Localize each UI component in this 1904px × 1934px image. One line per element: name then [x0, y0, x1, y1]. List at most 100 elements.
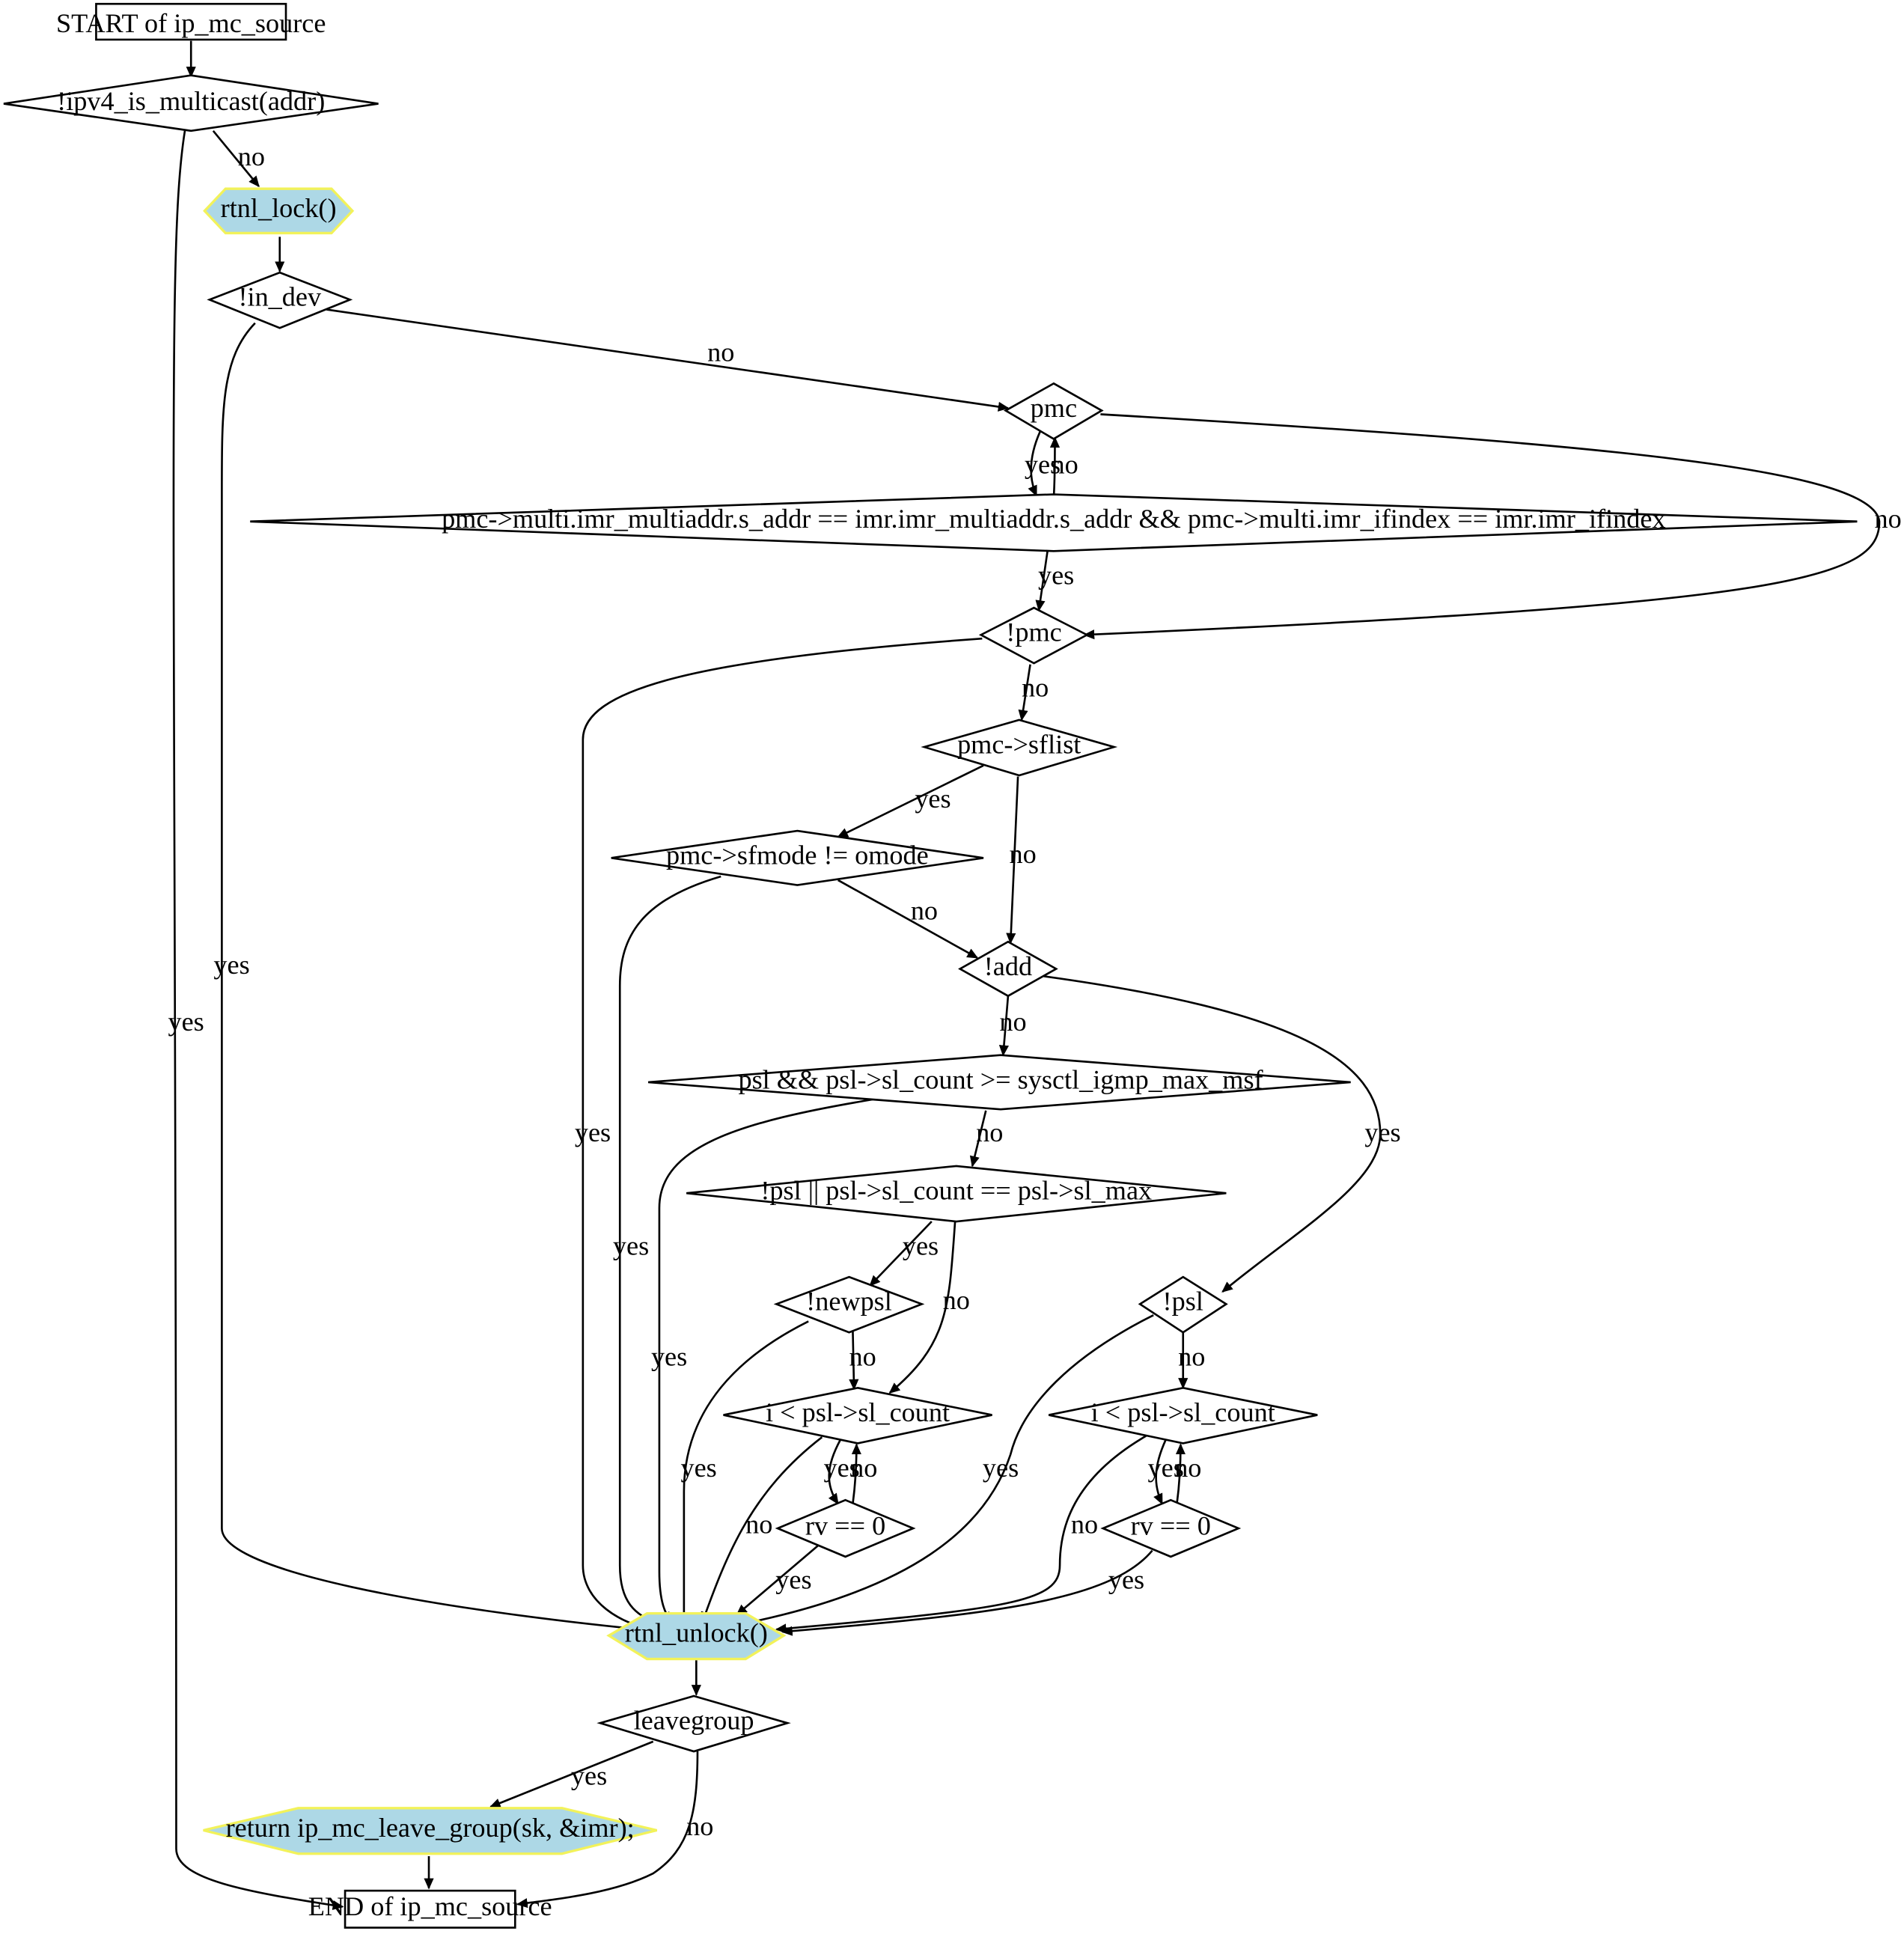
edge-in-dev-to-rtnl-unlock	[221, 322, 642, 1634]
start-node: START of ip_mc_source	[56, 2, 326, 41]
decision-label: !psl || psl->sl_count == psl->sl_max	[760, 1175, 1152, 1205]
edge-label: no	[745, 1510, 772, 1540]
edge-addr-cmp-to-pmc	[1049, 436, 1061, 498]
action-label: rtnl_unlock()	[625, 1618, 768, 1648]
edge-psl-max-to-psl-full	[969, 1110, 987, 1168]
decision-node-loop-right: i < psl->sl_count	[1048, 1386, 1318, 1445]
action-node-return-leave-group: return ip_mc_leave_group(sk, &imr);	[203, 1807, 658, 1855]
edge-rv-right-to-rtnl-unlock	[781, 1549, 1153, 1636]
decision-node-sflist: pmc->sflist	[921, 719, 1118, 777]
edge-label: no	[1071, 1510, 1098, 1540]
decision-node-not-pmc: !pmc	[978, 606, 1090, 665]
edge-newpsl-to-rtnl-unlock	[679, 1320, 809, 1623]
decision-label: i < psl->sl_count	[1091, 1397, 1275, 1427]
decision-label: !add	[984, 951, 1032, 981]
decision-label: psl && psl->sl_count >= sysctl_igmp_max_…	[738, 1064, 1263, 1094]
edge-label: yes	[915, 784, 951, 814]
edge-label: no	[999, 1007, 1026, 1037]
decision-label: !pmc	[1006, 617, 1061, 647]
edge-label: no	[1178, 1342, 1205, 1372]
decision-node-leavegroup: leavegroup	[596, 1694, 791, 1753]
edge-label: no	[1052, 450, 1078, 480]
edge-label: yes	[1108, 1565, 1144, 1595]
edge-label: yes	[775, 1565, 811, 1595]
edge-loop-left-to-rtnl-unlock	[701, 1436, 823, 1623]
action-node-rtnl-lock: rtnl_lock()	[203, 187, 355, 235]
decision-label: leavegroup	[634, 1706, 754, 1736]
decision-label: !ipv4_is_multicast(addr)	[57, 86, 325, 116]
edge-add-to-psl-max	[998, 995, 1010, 1057]
end-node: END of ip_mc_source	[308, 1889, 552, 1929]
edge-addr-cmp-to-not-pmc	[1035, 551, 1049, 611]
edge-sfmode-to-rtnl-unlock	[618, 875, 721, 1626]
edge-loop-right-to-rv-right	[1153, 1439, 1167, 1505]
edge-psl-full-to-newpsl	[869, 1221, 933, 1287]
edge-label: no	[707, 338, 734, 367]
edge-label: no	[1010, 839, 1037, 869]
edge-rv-left-to-rtnl-unlock	[736, 1543, 820, 1616]
edge-loop-right-to-rtnl-unlock	[775, 1435, 1147, 1634]
decision-node-newpsl: !newpsl	[773, 1275, 925, 1334]
decision-label: i < psl->sl_count	[766, 1397, 950, 1427]
decision-label: !newpsl	[806, 1287, 892, 1317]
edge-label: yes	[1148, 1453, 1184, 1483]
decision-label: pmc	[1031, 393, 1077, 423]
edge-label: no	[850, 1453, 877, 1483]
edge-newpsl-to-loop-left	[849, 1331, 859, 1391]
edge-label: no	[1022, 673, 1049, 703]
decision-node-rv-right: rv == 0	[1100, 1498, 1242, 1558]
edge-psl-full-to-loop-left	[888, 1221, 956, 1394]
edge-rv-right-to-loop-right	[1175, 1443, 1186, 1504]
edge-mcast-to-rtnl-lock	[212, 129, 260, 188]
edge-label: no	[1874, 504, 1901, 534]
decision-node-in-dev: !in_dev	[207, 271, 353, 329]
decision-node-sfmode: pmc->sfmode != omode	[611, 829, 984, 886]
action-label: return ip_mc_leave_group(sk, &imr);	[226, 1813, 635, 1843]
decision-label: pmc->sfmode != omode	[666, 841, 929, 870]
edge-pmc-to-addr-cmp	[1028, 431, 1041, 497]
edge-label: no	[976, 1117, 1003, 1147]
edge-leavegroup-to-end	[516, 1751, 699, 1909]
edge-label: yes	[168, 1007, 204, 1037]
edge-label: yes	[903, 1230, 939, 1260]
edge-add-to-not-psl	[1043, 975, 1382, 1293]
edge-psl-max-to-rtnl-unlock	[658, 1098, 873, 1623]
edge-label: no	[1174, 1453, 1201, 1483]
decision-label: rv == 0	[1131, 1510, 1211, 1540]
start-label: START of ip_mc_source	[56, 8, 326, 38]
decision-label: !psl	[1163, 1287, 1203, 1317]
edge-in-dev-to-pmc	[326, 308, 1010, 412]
end-label: END of ip_mc_source	[308, 1891, 552, 1921]
edges	[172, 40, 1881, 1911]
action-label: rtnl_lock()	[221, 193, 337, 223]
edge-sfmode-to-add	[837, 879, 979, 959]
edge-label: no	[686, 1811, 713, 1841]
edge-label: yes	[575, 1117, 611, 1147]
decision-node-rv-left: rv == 0	[775, 1498, 916, 1558]
decision-label: rv == 0	[805, 1510, 885, 1540]
edge-not-pmc-to-sflist	[1018, 664, 1031, 722]
edge-label: no	[943, 1285, 970, 1315]
decision-node-pmc: pmc	[1003, 382, 1104, 440]
edge-label: no	[911, 896, 938, 926]
decision-node-loop-left: i < psl->sl_count	[723, 1386, 992, 1445]
edge-label: yes	[571, 1761, 607, 1791]
edge-label: no	[238, 141, 265, 171]
action-node-rtnl-unlock: rtnl_unlock()	[606, 1611, 787, 1661]
nodes: START of ip_mc_source !ipv4_is_multicast…	[3, 2, 1858, 1929]
decision-node-not-psl: !psl	[1138, 1275, 1228, 1334]
edge-label: yes	[213, 950, 249, 980]
edge-not-pmc-to-rtnl-unlock	[582, 637, 983, 1633]
edge-sflist-to-sfmode	[837, 764, 984, 838]
decision-label: !in_dev	[238, 282, 322, 312]
decision-node-mcast: !ipv4_is_multicast(addr)	[3, 74, 379, 132]
edge-labels: no yes no yes yes no no yes yes no yes n…	[168, 141, 1901, 1841]
edge-leavegroup-to-return	[489, 1740, 654, 1808]
decision-node-psl-max: psl && psl->sl_count >= sysctl_igmp_max_…	[648, 1054, 1351, 1111]
decision-node-add: !add	[958, 940, 1058, 998]
decision-label: pmc->multi.imr_multiaddr.s_addr == imr.i…	[442, 504, 1666, 534]
edge-mcast-to-end	[172, 130, 344, 1911]
edge-label: yes	[823, 1453, 859, 1483]
decision-node-addr-compare: pmc->multi.imr_multiaddr.s_addr == imr.i…	[250, 493, 1858, 552]
